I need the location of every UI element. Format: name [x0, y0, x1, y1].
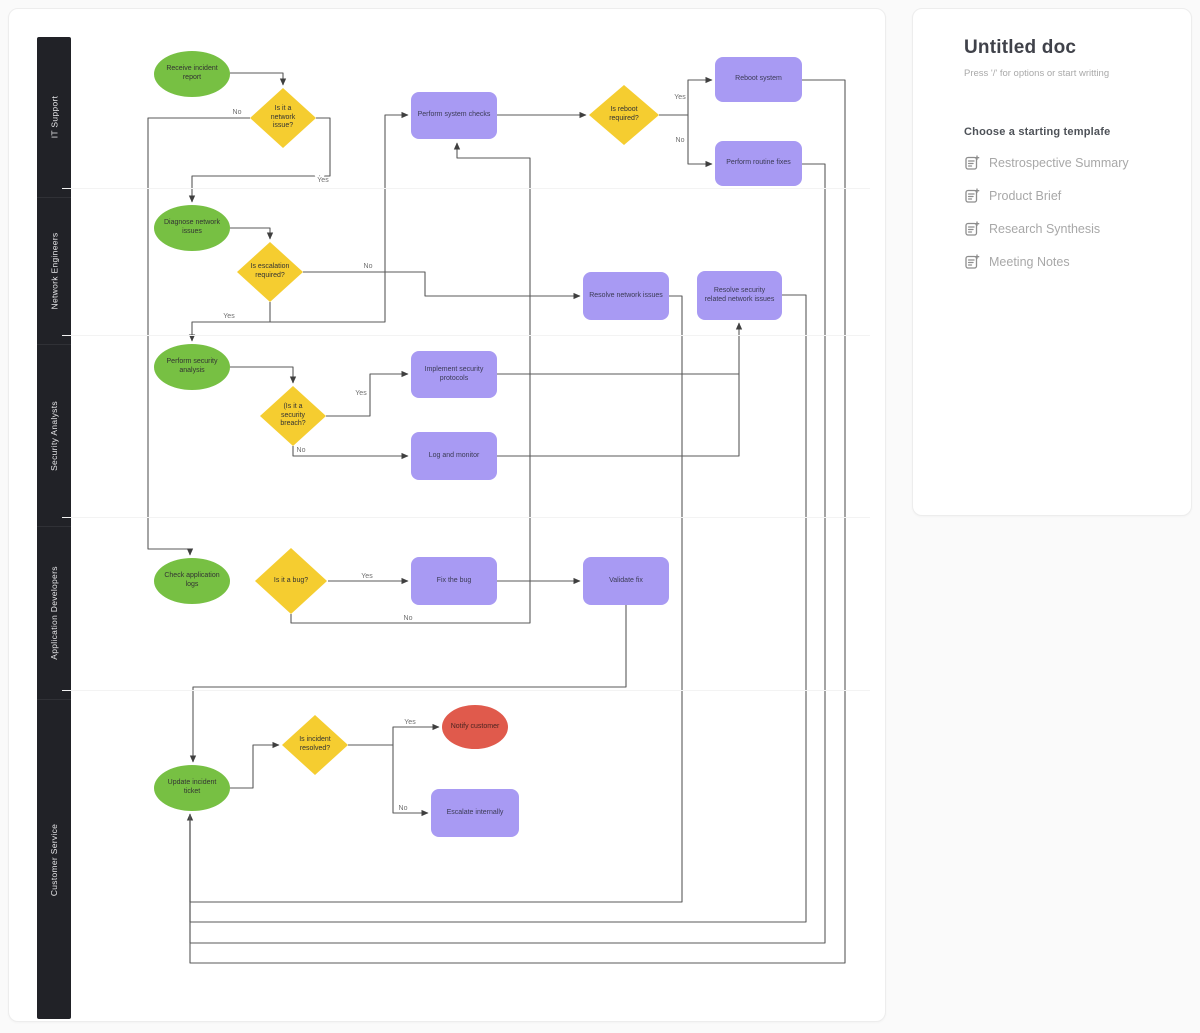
doc-editor-placeholder[interactable]: Press '/' for options or start writting [964, 68, 1110, 79]
lane-divider-line [62, 517, 870, 518]
connector-edge[interactable] [189, 605, 627, 763]
connector-edge[interactable] [292, 446, 409, 460]
connector-edge[interactable] [230, 227, 274, 240]
connector-edge[interactable] [392, 745, 429, 817]
document-add-icon [965, 254, 980, 269]
lane-label-security-analysts[interactable]: Security Analysts [37, 344, 71, 526]
node-label: Receive incident report [166, 65, 218, 81]
node-label: Is escalation required? [250, 263, 290, 279]
node-label: Log and monitor [428, 451, 480, 459]
lane-label-text: Customer Service [49, 823, 60, 896]
document-add-icon [965, 221, 980, 236]
template-item-label: Restrospective Summary [989, 156, 1129, 170]
node-label: Is incident resolved? [299, 736, 331, 752]
node-label: Update incident ticket [167, 779, 217, 795]
connector-edge[interactable] [230, 72, 287, 86]
lane-divider-line [62, 188, 870, 189]
document-add-icon [965, 188, 980, 203]
document-add-icon [965, 155, 980, 170]
node-label: Check application logs [164, 572, 220, 588]
template-item-research-synthesis[interactable]: Research Synthesis [964, 221, 1167, 237]
lane-label-text: Network Engineers [49, 232, 60, 310]
node-label: Implement security protocols [424, 365, 484, 382]
lane-label-text: Application Developers [49, 566, 60, 660]
connector-edge[interactable] [303, 271, 581, 300]
node-perform-system-checks[interactable]: Perform system checks [411, 92, 497, 139]
lane-label-text: IT Support [49, 95, 60, 139]
node-receive-incident-report[interactable]: Receive incident report [154, 51, 230, 97]
doc-title[interactable]: Untitled doc [964, 37, 1077, 58]
lane-label-it-support[interactable]: IT Support [37, 37, 71, 197]
node-label: Perform system checks [417, 111, 491, 119]
node-label: Escalate internally [446, 808, 504, 816]
connector-edge[interactable] [687, 115, 713, 168]
node-resolve-security-related[interactable]: Resolve security related network issues [697, 271, 782, 320]
node-label: Fix the bug [436, 576, 472, 584]
lane-label-text: Security Analysts [49, 400, 60, 471]
node-validate-fix[interactable]: Validate fix [583, 557, 669, 605]
lane-label-application-developers[interactable]: Application Developers [37, 526, 71, 699]
template-item-product-brief[interactable]: Product Brief [964, 188, 1167, 204]
connector-edge[interactable] [230, 366, 297, 384]
connector-edge[interactable] [147, 117, 250, 556]
node-reboot-system[interactable]: Reboot system [715, 57, 802, 102]
node-escalate-internally[interactable]: Escalate internally [431, 789, 519, 837]
connector-edge[interactable] [189, 294, 807, 923]
lane-divider-line [62, 690, 870, 691]
node-perform-security-analysis[interactable]: Perform security analysis [154, 344, 230, 390]
node-label: Reboot system [735, 75, 782, 83]
lane-divider-line [62, 335, 870, 336]
node-label: Is it a network issue? [270, 104, 296, 130]
templates-heading: Choose a starting templafe [964, 126, 1111, 138]
node-update-incident-ticket[interactable]: Update incident ticket [154, 765, 230, 811]
connector-edge[interactable] [348, 723, 440, 746]
node-resolve-network-issues[interactable]: Resolve network issues [583, 272, 669, 320]
node-label: Validate fix [609, 576, 643, 584]
template-item-meeting-notes[interactable]: Meeting Notes [964, 254, 1167, 270]
node-label: Perform security analysis [166, 358, 218, 374]
node-notify-customer[interactable]: Notify customer [442, 705, 508, 749]
lane-label-customer-service[interactable]: Customer Service [37, 699, 71, 1019]
node-check-application-logs[interactable]: Check application logs [154, 558, 230, 604]
node-fix-the-bug[interactable]: Fix the bug [411, 557, 497, 605]
node-log-and-monitor[interactable]: Log and monitor [411, 432, 497, 480]
node-label: Is reboot required? [609, 106, 639, 122]
doc-panel: Untitled doc Press '/' for options or st… [912, 8, 1192, 516]
connector-edge[interactable] [188, 117, 331, 203]
template-item-label: Meeting Notes [989, 255, 1070, 269]
node-label: (Is it a security breach? [280, 402, 306, 428]
node-label: Notify customer [450, 722, 500, 730]
node-label: Diagnose network issues [163, 219, 221, 235]
connector-edge[interactable] [270, 111, 409, 323]
connector-edge[interactable] [290, 142, 531, 624]
template-item-restrospective-summary[interactable]: Restrospective Summary [964, 155, 1167, 171]
node-label: Resolve security related network issues [704, 286, 775, 303]
node-label: Perform routine fixes [726, 159, 791, 167]
node-perform-routine-fixes[interactable]: Perform routine fixes [715, 141, 802, 186]
connector-edge[interactable] [188, 302, 271, 342]
connector-edge[interactable] [230, 741, 280, 789]
node-diagnose-network-issues[interactable]: Diagnose network issues [154, 205, 230, 251]
connector-edge[interactable] [659, 76, 713, 116]
template-item-label: Research Synthesis [989, 222, 1101, 236]
node-implement-security-protocols[interactable]: Implement security protocols [411, 351, 497, 398]
node-label: Is it a bug? [273, 576, 309, 584]
node-label: Resolve network issues [589, 291, 663, 299]
lane-label-network-engineers[interactable]: Network Engineers [37, 197, 71, 344]
connector-edge[interactable] [326, 370, 409, 417]
connector-edge[interactable] [497, 374, 740, 457]
template-item-label: Product Brief [989, 189, 1062, 203]
